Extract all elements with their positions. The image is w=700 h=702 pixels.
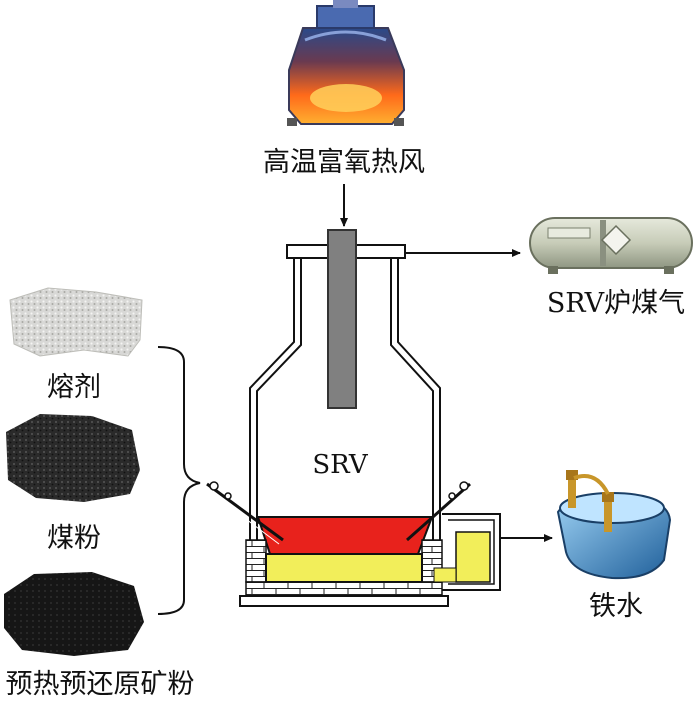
srv-gas-label: SRV炉煤气	[547, 288, 685, 319]
hot-blast-label: 高温富氧热风	[263, 147, 425, 178]
flux-image	[9, 287, 143, 357]
hot-metal-label: 铁水	[589, 591, 643, 622]
srv-label: SRV	[312, 450, 368, 480]
ore-powder-label: 预热预还原矿粉	[6, 669, 195, 700]
oxygen-lance	[327, 229, 357, 409]
srv-furnace	[204, 229, 501, 607]
gas-tank-image	[529, 217, 693, 274]
blast-furnace-image	[287, 0, 405, 126]
coal-powder-label: 煤粉	[47, 523, 101, 554]
feed-bracket	[157, 346, 201, 615]
flux-label: 熔剂	[47, 372, 101, 403]
slag-layer	[256, 516, 434, 555]
ladle-image	[556, 470, 672, 580]
ore-powder-image	[4, 572, 144, 656]
hot-metal-bath	[265, 553, 423, 583]
coal-powder-image	[6, 414, 140, 502]
